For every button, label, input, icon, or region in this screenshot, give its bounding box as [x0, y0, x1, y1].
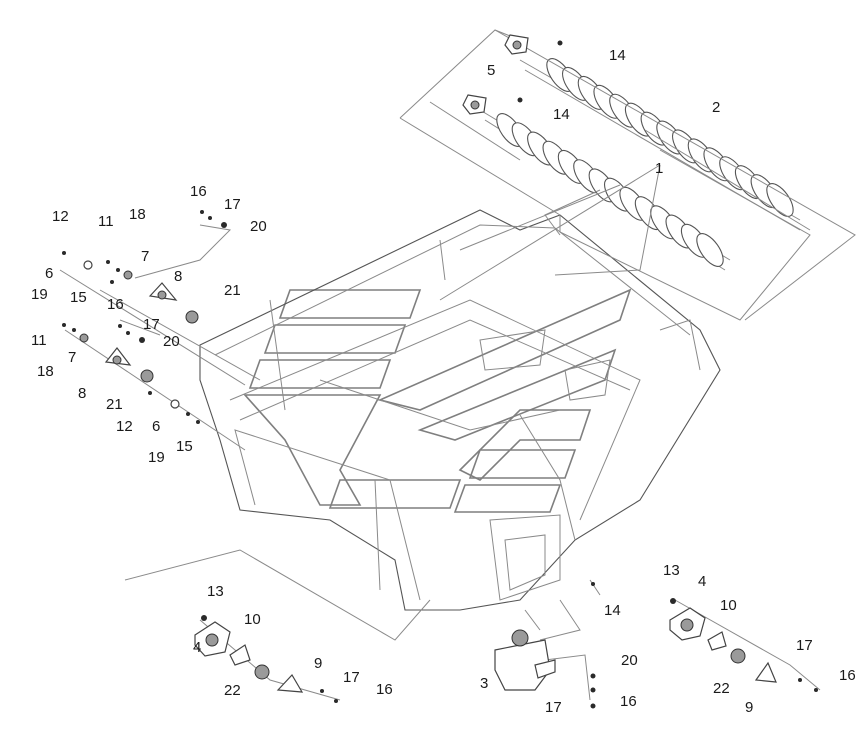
- callout-16: 16: [107, 296, 124, 313]
- callout-19: 19: [31, 286, 48, 303]
- callout-16: 16: [839, 667, 856, 684]
- callout-22: 22: [713, 680, 730, 697]
- hardware-parts: [62, 34, 818, 709]
- hopper-body: [199, 209, 721, 641]
- callout-17: 17: [143, 316, 160, 333]
- callout-11: 11: [31, 332, 47, 349]
- callout-8: 8: [78, 385, 86, 402]
- callout-14: 14: [609, 47, 626, 64]
- callout-20: 20: [163, 333, 180, 350]
- callout-17: 17: [796, 637, 813, 654]
- callout-17: 17: [545, 699, 562, 716]
- callout-12: 12: [116, 418, 133, 435]
- callout-7: 7: [141, 248, 149, 265]
- callout-9: 9: [314, 655, 322, 672]
- callout-16: 16: [376, 681, 393, 698]
- callout-8: 8: [174, 268, 182, 285]
- callout-14: 14: [604, 602, 621, 619]
- callout-15: 15: [176, 438, 193, 455]
- callout-labels: 1 2 3 4 4 5 6 6 7 7 8 8 9 9 10 10 11 11 …: [31, 47, 856, 716]
- flange-bearing-part: [276, 674, 304, 693]
- callout-4: 4: [193, 639, 201, 656]
- callout-1: 1: [655, 160, 663, 177]
- callout-21: 21: [106, 396, 123, 413]
- callout-20: 20: [621, 652, 638, 669]
- callout-5: 5: [487, 62, 495, 79]
- auger-flight: [696, 233, 724, 267]
- auger-lower-flights: [496, 113, 724, 267]
- watermark-logo: [243, 288, 632, 513]
- callout-10: 10: [244, 611, 261, 628]
- callout-13: 13: [663, 562, 680, 579]
- callout-16: 16: [620, 693, 637, 710]
- callout-4: 4: [698, 573, 706, 590]
- callout-2: 2: [712, 99, 720, 116]
- callout-18: 18: [37, 363, 54, 380]
- callout-14: 14: [553, 106, 570, 123]
- callout-22: 22: [224, 682, 241, 699]
- exploded-lines: [59, 29, 856, 701]
- flange-part: [707, 631, 727, 651]
- augers: [479, 59, 801, 271]
- callout-9: 9: [745, 699, 753, 716]
- callout-12: 12: [52, 208, 69, 225]
- callout-18: 18: [129, 206, 146, 223]
- callout-16: 16: [190, 183, 207, 200]
- callout-15: 15: [70, 289, 87, 306]
- callout-3: 3: [480, 675, 488, 692]
- auger-flight: [766, 183, 794, 217]
- callout-6: 6: [152, 418, 160, 435]
- callout-20: 20: [250, 218, 267, 235]
- gearbox-part: [494, 639, 551, 691]
- callout-11: 11: [98, 213, 114, 230]
- callout-7: 7: [68, 349, 76, 366]
- callout-19: 19: [148, 449, 165, 466]
- flange-part: [229, 644, 251, 666]
- callout-10: 10: [720, 597, 737, 614]
- callout-6: 6: [45, 265, 53, 282]
- flange-bearing-part: [754, 661, 777, 683]
- callout-13: 13: [207, 583, 224, 600]
- callout-21: 21: [224, 282, 241, 299]
- callout-17: 17: [343, 669, 360, 686]
- auger-upper-flights: [546, 58, 794, 217]
- callout-17: 17: [224, 196, 241, 213]
